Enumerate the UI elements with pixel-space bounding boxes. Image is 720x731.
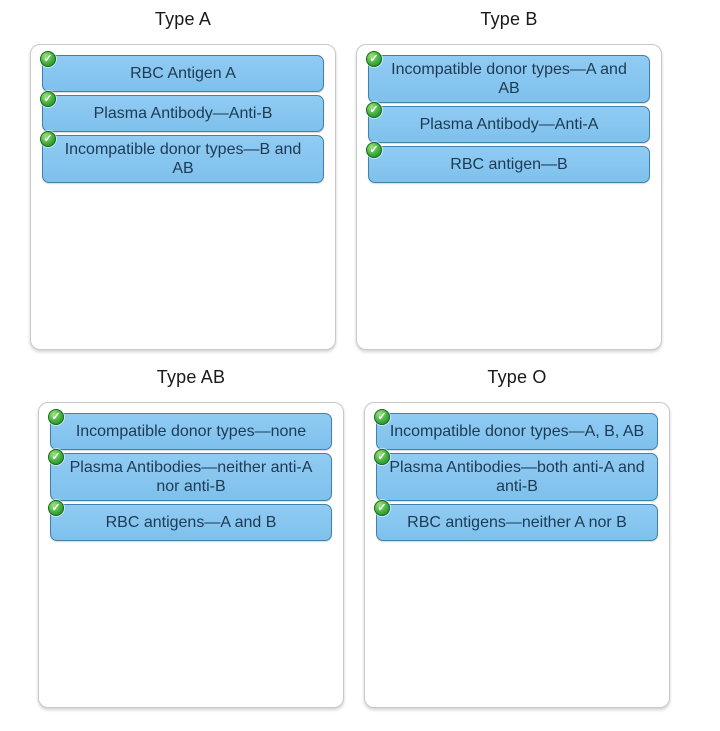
group-type-o: Type O ✓ Incompatible donor types—A, B, …: [364, 366, 670, 708]
group-title-type-o: Type O: [487, 367, 547, 387]
board-row-top: Type A ✓ RBC Antigen A ✓ Plasma Antibody…: [30, 8, 690, 350]
correct-check-icon: ✓: [374, 409, 390, 425]
group-type-b: Type B ✓ Incompatible donor types—A and …: [356, 8, 662, 350]
correct-check-icon: ✓: [48, 409, 64, 425]
group-title-type-ab: Type AB: [156, 367, 226, 387]
correct-check-icon: ✓: [40, 91, 56, 107]
card-label: Plasma Antibodies—neither anti-A nor ant…: [69, 459, 313, 495]
card-label: RBC antigens—A and B: [105, 514, 277, 531]
draggable-card[interactable]: ✓ Plasma Antibody—Anti-A: [366, 102, 650, 143]
correct-check-icon: ✓: [366, 142, 382, 158]
draggable-card[interactable]: ✓ Plasma Antibody—Anti-B: [40, 91, 324, 132]
group-type-a: Type A ✓ RBC Antigen A ✓ Plasma Antibody…: [30, 8, 336, 350]
card-label: Plasma Antibodies—both anti-A and anti-B: [389, 459, 645, 495]
card-label: Incompatible donor types—A, B, AB: [389, 423, 645, 440]
card-label: RBC antigens—neither A nor B: [407, 514, 627, 531]
draggable-card[interactable]: ✓ Incompatible donor types—A and AB: [366, 51, 650, 103]
card-label: Incompatible donor types—A and AB: [391, 61, 627, 97]
correct-check-icon: ✓: [48, 449, 64, 465]
correct-check-icon: ✓: [374, 500, 390, 516]
draggable-card[interactable]: ✓ Plasma Antibodies—neither anti-A nor a…: [48, 449, 332, 501]
draggable-card[interactable]: ✓ Incompatible donor types—A, B, AB: [374, 409, 658, 450]
correct-check-icon: ✓: [374, 449, 390, 465]
draggable-card[interactable]: ✓ Incompatible donor types—none: [48, 409, 332, 450]
drop-zone-type-o[interactable]: ✓ Incompatible donor types—A, B, AB ✓ Pl…: [364, 402, 670, 708]
correct-check-icon: ✓: [40, 131, 56, 147]
card-label: RBC antigen—B: [450, 156, 568, 173]
correct-check-icon: ✓: [48, 500, 64, 516]
correct-check-icon: ✓: [366, 102, 382, 118]
drop-zone-type-b[interactable]: ✓ Incompatible donor types—A and AB ✓ Pl…: [356, 44, 662, 350]
card-label: Plasma Antibody—Anti-B: [93, 105, 273, 122]
group-title-type-b: Type B: [480, 9, 538, 29]
drop-zone-type-a[interactable]: ✓ RBC Antigen A ✓ Plasma Antibody—Anti-B…: [30, 44, 336, 350]
board-row-bottom: Type AB ✓ Incompatible donor types—none …: [38, 366, 690, 708]
draggable-card[interactable]: ✓ RBC Antigen A: [40, 51, 324, 92]
card-label: RBC Antigen A: [130, 65, 236, 82]
blood-type-matching-board: Type A ✓ RBC Antigen A ✓ Plasma Antibody…: [30, 8, 690, 708]
drop-zone-type-ab[interactable]: ✓ Incompatible donor types—none ✓ Plasma…: [38, 402, 344, 708]
card-label: Incompatible donor types—B and AB: [64, 141, 302, 177]
card-label: Incompatible donor types—none: [75, 423, 307, 440]
correct-check-icon: ✓: [366, 51, 382, 67]
draggable-card[interactable]: ✓ Plasma Antibodies—both anti-A and anti…: [374, 449, 658, 501]
correct-check-icon: ✓: [40, 51, 56, 67]
card-label: Plasma Antibody—Anti-A: [419, 116, 599, 133]
draggable-card[interactable]: ✓ RBC antigens—A and B: [48, 500, 332, 541]
draggable-card[interactable]: ✓ RBC antigens—neither A nor B: [374, 500, 658, 541]
group-title-type-a: Type A: [154, 9, 212, 29]
draggable-card[interactable]: ✓ Incompatible donor types—B and AB: [40, 131, 324, 183]
group-type-ab: Type AB ✓ Incompatible donor types—none …: [38, 366, 344, 708]
draggable-card[interactable]: ✓ RBC antigen—B: [366, 142, 650, 183]
